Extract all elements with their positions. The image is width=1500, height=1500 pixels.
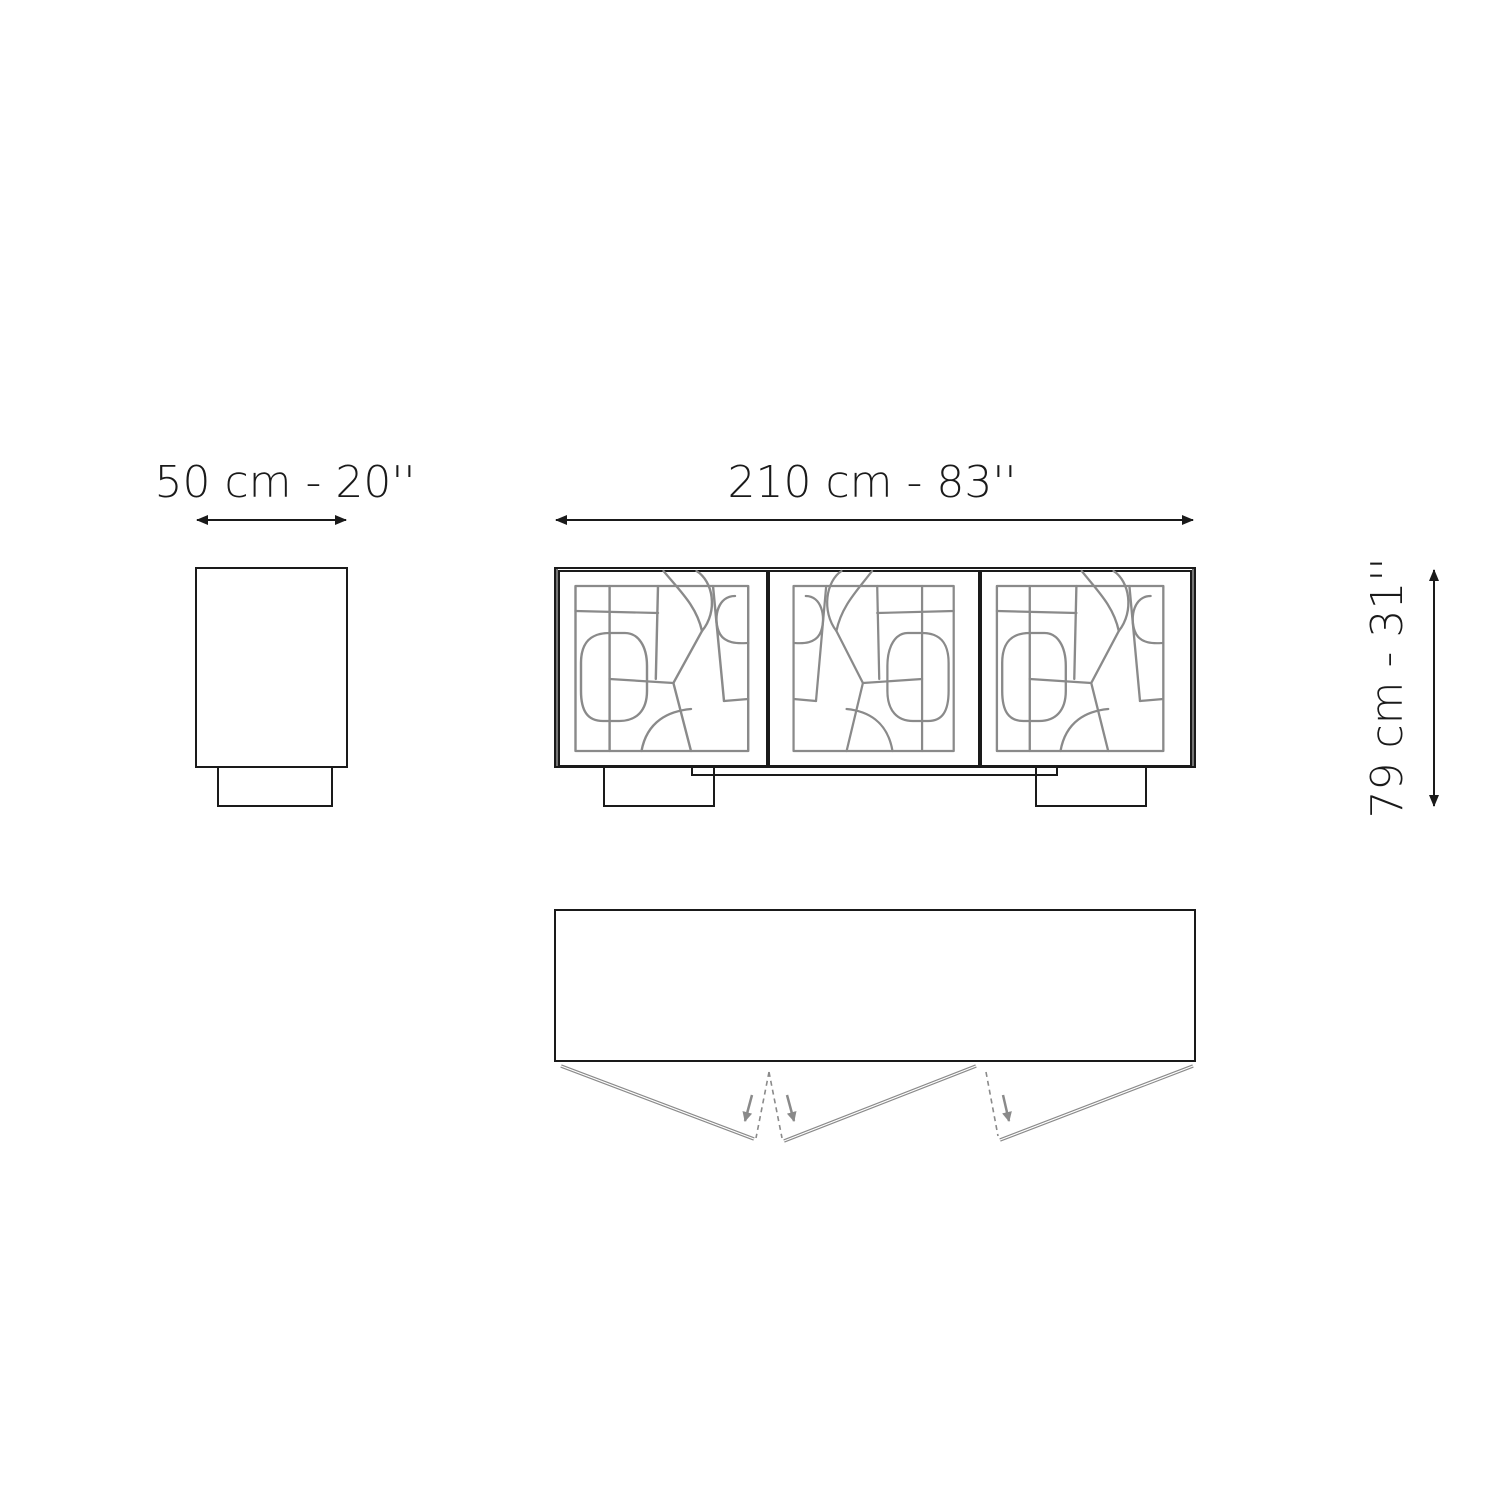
- side-base: [217, 766, 333, 807]
- door-left: [558, 569, 768, 767]
- height-dimension: 79 cm - 31'': [1362, 557, 1439, 819]
- side-view: 50 cm - 20'': [154, 457, 416, 807]
- door-right: [980, 569, 1192, 767]
- height-dimension-label: 79 cm - 31'': [1362, 557, 1413, 818]
- door-swing-right-arrow-icon: [1001, 1094, 1012, 1122]
- front-foot-left: [603, 766, 715, 807]
- door-swing-center: [768, 1064, 977, 1143]
- front-foot-right: [1035, 766, 1147, 807]
- front-view: 210 cm - 83'': [554, 457, 1196, 807]
- door-swing-right: [985, 1064, 1194, 1142]
- door-center: [768, 569, 980, 767]
- door-swing-left: [560, 1064, 770, 1141]
- door-swing-center-arrow-icon: [785, 1094, 797, 1122]
- top-view: [554, 909, 1196, 1143]
- top-body: [554, 909, 1196, 1062]
- depth-dimension-label: 50 cm - 20'': [154, 457, 415, 508]
- door-swing-left-arrow-icon: [742, 1094, 754, 1122]
- width-dimension-label: 210 cm - 83'': [727, 457, 1016, 508]
- side-body: [195, 567, 348, 768]
- front-plinth: [691, 766, 1058, 776]
